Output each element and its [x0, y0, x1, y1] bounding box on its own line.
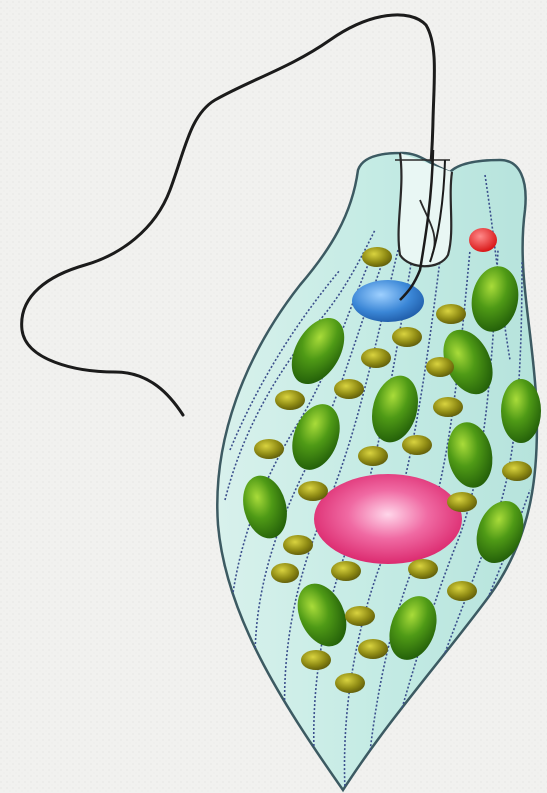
paramylon-granule-icon	[298, 481, 328, 501]
chloroplast-icon	[501, 379, 541, 443]
paramylon-granule-icon	[358, 639, 388, 659]
nucleus-icon	[314, 474, 462, 564]
paramylon-granule-icon	[271, 563, 299, 583]
paramylon-granule-icon	[408, 559, 438, 579]
paramylon-granule-icon	[502, 461, 532, 481]
paramylon-granule-icon	[254, 439, 284, 459]
paramylon-granule-icon	[362, 247, 392, 267]
paramylon-granule-icon	[392, 327, 422, 347]
paramylon-granule-icon	[345, 606, 375, 626]
paramylon-granule-icon	[301, 650, 331, 670]
paramylon-granule-icon	[436, 304, 466, 324]
paramylon-granule-icon	[275, 390, 305, 410]
paramylon-granule-icon	[447, 492, 477, 512]
paramylon-granule-icon	[283, 535, 313, 555]
paramylon-granule-icon	[331, 561, 361, 581]
paramylon-granule-icon	[335, 673, 365, 693]
paramylon-granule-icon	[334, 379, 364, 399]
paramylon-granule-icon	[361, 348, 391, 368]
contractile-vacuole-icon	[352, 280, 424, 322]
paramylon-granule-icon	[447, 581, 477, 601]
paramylon-granule-icon	[402, 435, 432, 455]
eyespot-icon	[469, 228, 497, 252]
paramylon-granule-icon	[358, 446, 388, 466]
paramylon-granule-icon	[433, 397, 463, 417]
paramylon-granule-icon	[426, 357, 454, 377]
